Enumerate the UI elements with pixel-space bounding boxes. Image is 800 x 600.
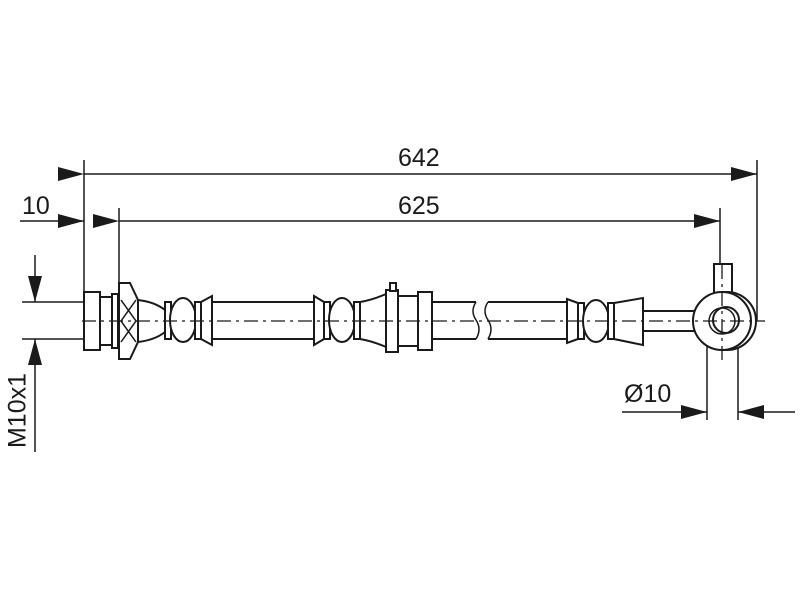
banjo-eye [692, 263, 757, 351]
dimension-label-eye-diameter: Ø10 [624, 380, 672, 408]
dimension-label-642: 642 [398, 144, 440, 172]
dimension-label-thread: M10x1 [3, 372, 32, 449]
dimension-label-625: 625 [398, 192, 440, 220]
middle-bracket-fitting [313, 282, 433, 353]
dimension-label-10: 10 [22, 192, 50, 220]
hose [210, 301, 570, 340]
